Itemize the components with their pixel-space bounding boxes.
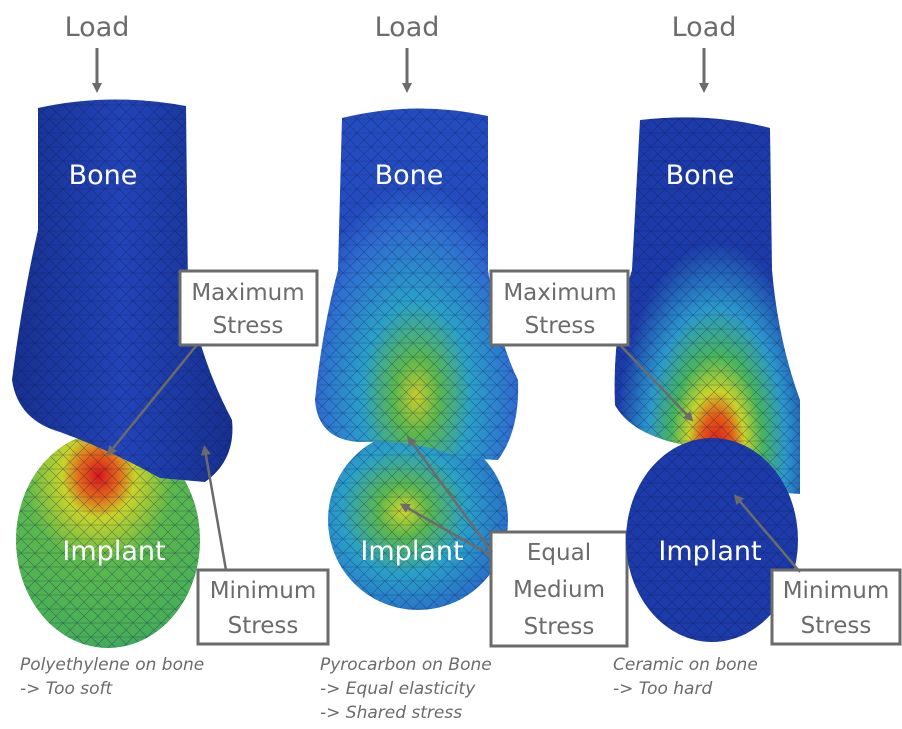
max-stress-line1: Maximum (191, 280, 304, 306)
min-stress-line2: Stress (228, 613, 299, 639)
max-stress-line1: Maximum (503, 280, 616, 306)
bone-label: Bone (69, 160, 138, 191)
bone-label: Bone (666, 160, 735, 191)
equal-stress-line1: Equal (527, 540, 591, 566)
caption-line: -> Too soft (20, 677, 204, 701)
caption-pyrocarbon: Pyrocarbon on Bone -> Equal elasticity -… (320, 653, 492, 725)
caption-line: Pyrocarbon on Bone (320, 653, 492, 677)
caption-line: -> Shared stress (320, 701, 492, 725)
max-stress-line2: Stress (213, 313, 284, 339)
caption-line: Ceramic on bone (613, 653, 758, 677)
min-stress-line1: Minimum (783, 578, 890, 604)
equal-stress-line3: Stress (524, 614, 595, 640)
load-label: Load (65, 12, 130, 43)
min-stress-line2: Stress (801, 613, 872, 639)
bone-label: Bone (375, 160, 444, 191)
caption-polyethylene: Polyethylene on bone -> Too soft (20, 653, 204, 701)
caption-line: -> Too hard (613, 677, 758, 701)
equal-stress-line2: Medium (513, 577, 605, 603)
implant-label: Implant (62, 536, 165, 567)
implant-label: Implant (360, 536, 463, 567)
caption-line: -> Equal elasticity (320, 677, 492, 701)
max-stress-line2: Stress (525, 313, 596, 339)
panel-polyethylene: Load Bone Implant Maximum Stress Minimum… (12, 12, 328, 648)
load-label: Load (672, 12, 737, 43)
load-label: Load (375, 12, 440, 43)
implant-label: Implant (658, 536, 761, 567)
min-stress-line1: Minimum (210, 578, 317, 604)
caption-line: Polyethylene on bone (20, 653, 204, 677)
caption-ceramic: Ceramic on bone -> Too hard (613, 653, 758, 701)
